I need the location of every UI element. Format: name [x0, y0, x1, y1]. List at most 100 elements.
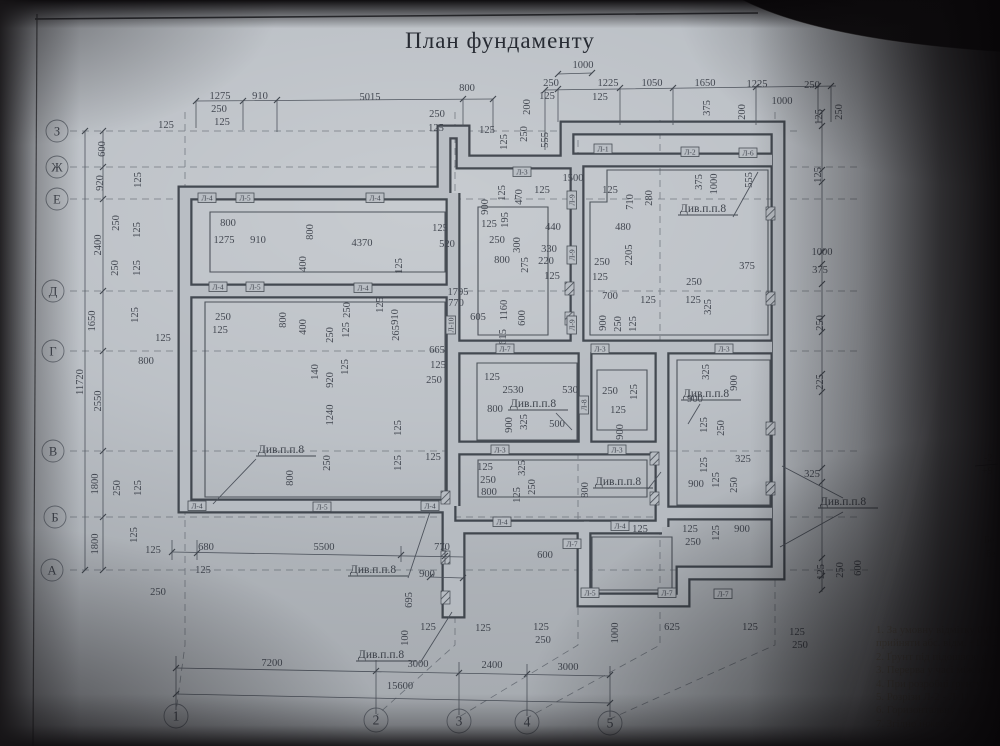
dim-label: 600 — [97, 141, 108, 157]
dim-label: 910 — [250, 235, 266, 246]
col-axis-label: 5 — [607, 716, 614, 731]
lintel-label: Л-4 — [201, 194, 213, 203]
lintel-mark: Л-9 — [566, 190, 577, 210]
dim-label: 125 — [375, 297, 386, 313]
dim-label: 910 — [390, 309, 401, 325]
dim-label: 125 — [544, 271, 560, 282]
dim-label: 665 — [429, 345, 445, 356]
dim-label: 900 — [734, 524, 750, 535]
dim-label: 125 — [592, 92, 608, 103]
dim-label: 1225 — [598, 78, 619, 89]
dim-label: 125 — [628, 316, 639, 332]
dim-label: 125 — [341, 322, 352, 338]
dim-label: 250 — [325, 327, 336, 343]
dim-label: 125 — [133, 172, 144, 188]
callout-label: Див.п.п.8 — [358, 649, 404, 661]
dim-label: 1800 — [90, 474, 101, 495]
dim-label: 250 — [527, 479, 538, 495]
lintel-label: Л-4 — [614, 522, 626, 531]
lintel-mark: Л-5 — [235, 192, 255, 203]
edge-text: бе — [986, 549, 996, 560]
lintel-label: Л-5 — [316, 503, 328, 512]
dim-label: 1000 — [772, 96, 793, 107]
dim-label: 2400 — [93, 235, 104, 256]
lintel-mark: Л-7 — [562, 538, 582, 549]
dim-label: 125 — [602, 185, 618, 196]
dim-label: 250 — [489, 235, 505, 246]
note-line: 1. За умовну відмітку 0.000 прийн — [876, 624, 1000, 636]
lintel-label: Л-3 — [718, 345, 730, 354]
dim-label: 125 — [479, 125, 495, 136]
lintel-label: Л-9 — [568, 194, 577, 206]
dim-label: 125 — [533, 622, 549, 633]
paper-left-edge — [32, 13, 38, 746]
lintel-mark: Л-4 — [420, 500, 440, 511]
dim-label: 125 — [132, 222, 143, 238]
dim-label: 125 — [629, 384, 640, 400]
lintel-mark: Л-5 — [312, 501, 332, 512]
callout-leader — [779, 511, 844, 548]
lintel-label: Л-3 — [516, 168, 528, 177]
dim-label: 1240 — [325, 405, 336, 426]
dim-label: 11720 — [75, 369, 86, 395]
dim-label: 265 — [391, 325, 402, 341]
callout-label: Див.п.п.8 — [820, 496, 866, 508]
dim-label: 250 — [815, 315, 826, 331]
lintel-label: Л-7 — [661, 589, 673, 598]
dim-label: 600 — [537, 550, 553, 561]
page-fold-shadow — [742, 0, 1000, 52]
row-axis-label: Д — [49, 285, 58, 299]
dim-label: 3000 — [558, 662, 579, 673]
dim-label: 500 — [549, 419, 565, 430]
dim-label: 5500 — [314, 542, 335, 553]
dim-label: 910 — [252, 91, 268, 102]
lintel-label: Л-7 — [499, 345, 511, 354]
dim-label: 125 — [610, 405, 626, 416]
dim-label: 250 — [535, 635, 551, 646]
dim-label: 1275 — [214, 235, 235, 246]
note-line: 5. Розрізи Л-2 - Л-11 та відм — [876, 691, 1000, 704]
dim-label: 695 — [404, 592, 415, 608]
dim-label: 600 — [853, 560, 864, 576]
dim-label: 125 — [632, 524, 648, 535]
dim-label: 125 — [711, 525, 722, 541]
dim-label: 250 — [112, 480, 123, 496]
dim-label: 375 — [812, 265, 828, 276]
callout-label: Див.п.п.8 — [350, 564, 396, 576]
dim-label: 125 — [420, 622, 436, 633]
dim-label: 125 — [129, 527, 140, 543]
dim-label: 325 — [701, 364, 712, 380]
dim-label: 125 — [481, 219, 497, 230]
lintel-label: Л-1 — [597, 145, 609, 154]
dim-label: 2400 — [482, 660, 503, 671]
dim-label: 2550 — [93, 391, 104, 412]
dim-label: 250 — [215, 312, 231, 323]
lintel-label: Л-7 — [717, 590, 729, 599]
dim-label: 125 — [425, 452, 441, 463]
dim-label: 125 — [699, 457, 710, 473]
lintel-mark: Л-9 — [566, 245, 577, 265]
dim-label: 125 — [132, 260, 143, 276]
dim-label: 250 — [804, 80, 820, 91]
dim-label: 125 — [428, 123, 444, 134]
dim-label: 125 — [592, 272, 608, 283]
dim-label: 280 — [644, 190, 655, 206]
note-line: 4. При розробці ґрунту потрібн — [876, 677, 1000, 690]
callout-label: Див.п.п.8 — [680, 203, 726, 215]
dim-label: 220 — [538, 256, 554, 267]
dim-label: 125 — [682, 524, 698, 535]
dim-label: 520 — [439, 239, 455, 250]
dim-label: 800 — [220, 218, 236, 229]
note-line: 2. Ґрунт під підошвою фундам — [876, 650, 1000, 663]
lintel-label: Л-3 — [594, 345, 606, 354]
dim-label: 400 — [298, 319, 309, 335]
dim-label: 1000 — [610, 623, 621, 644]
lintel-label: Л-4 — [369, 194, 381, 203]
dim-label: 4370 — [352, 238, 373, 249]
dim-label: 400 — [298, 256, 309, 272]
lintel-mark: Л-4 — [365, 192, 385, 203]
dim-label: 250 — [686, 277, 702, 288]
edge-text: Бе — [984, 535, 995, 546]
